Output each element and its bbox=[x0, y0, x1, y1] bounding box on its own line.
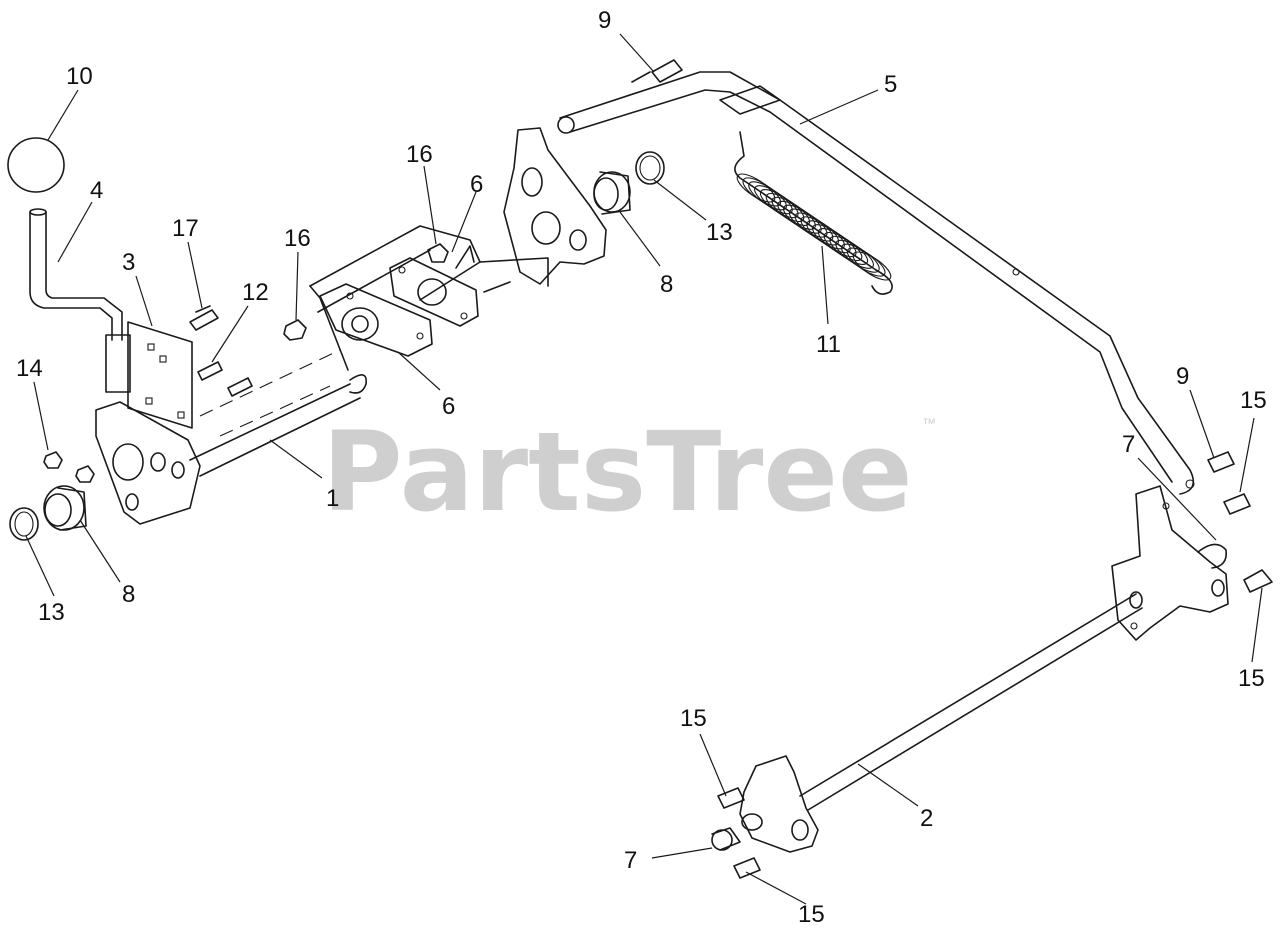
part-bracket-plate[interactable] bbox=[127, 321, 193, 429]
part-bolt-9-right[interactable] bbox=[1207, 451, 1235, 473]
callout-15a[interactable]: 15 bbox=[1240, 387, 1267, 414]
callout-10[interactable]: 10 bbox=[66, 63, 93, 90]
callout-9b[interactable]: 9 bbox=[1176, 363, 1189, 390]
callout-5[interactable]: 5 bbox=[884, 71, 897, 98]
part-clip-center[interactable] bbox=[635, 151, 665, 185]
part-bushing-left[interactable] bbox=[43, 485, 87, 531]
callout-16a[interactable]: 16 bbox=[284, 225, 311, 252]
trademark-symbol: ™ bbox=[922, 415, 936, 431]
callout-2[interactable]: 2 bbox=[920, 805, 933, 832]
part-nut-14[interactable] bbox=[43, 451, 95, 483]
callout-7a[interactable]: 7 bbox=[1122, 431, 1135, 458]
part-bushing-7-lower[interactable] bbox=[711, 827, 741, 851]
callout-13a[interactable]: 13 bbox=[38, 599, 65, 626]
part-lift-arm-center[interactable] bbox=[479, 127, 607, 293]
callout-11[interactable]: 11 bbox=[816, 331, 841, 358]
part-extension-spring[interactable] bbox=[733, 131, 894, 295]
part-flange-bearing-front[interactable] bbox=[319, 283, 433, 357]
part-clip-left[interactable] bbox=[9, 507, 39, 541]
callout-15b[interactable]: 15 bbox=[1238, 665, 1265, 692]
watermark: PartsTree bbox=[322, 408, 913, 536]
part-bolt-15-right-upper[interactable] bbox=[1223, 493, 1251, 515]
callout-14[interactable]: 14 bbox=[16, 355, 43, 382]
callout-6a[interactable]: 6 bbox=[470, 171, 483, 198]
spring-coil bbox=[852, 251, 892, 281]
part-bolt-17[interactable] bbox=[189, 305, 219, 331]
callout-15d[interactable]: 15 bbox=[798, 901, 825, 928]
part-bolt-9-top[interactable] bbox=[631, 59, 683, 83]
part-bolt-15-lower-b[interactable] bbox=[733, 857, 761, 879]
callout-9a[interactable]: 9 bbox=[598, 7, 611, 34]
part-bolt-12[interactable] bbox=[197, 361, 253, 397]
callout-12[interactable]: 12 bbox=[242, 279, 269, 306]
part-nut-16b[interactable] bbox=[427, 243, 449, 263]
callout-8b[interactable]: 8 bbox=[660, 271, 673, 298]
callout-1[interactable]: 1 bbox=[326, 485, 339, 512]
callout-17[interactable]: 17 bbox=[172, 215, 199, 242]
part-right-pivot-bracket[interactable] bbox=[1111, 485, 1229, 641]
part-bolt-15-right-lower[interactable] bbox=[1243, 569, 1273, 593]
part-flange-bearing-rear[interactable] bbox=[389, 245, 479, 327]
part-lift-shaft-assembly[interactable] bbox=[95, 225, 481, 525]
callout-15c[interactable]: 15 bbox=[680, 705, 707, 732]
leader-lines bbox=[25, 33, 1263, 905]
part-knob[interactable] bbox=[7, 137, 65, 193]
part-nut-16a[interactable] bbox=[283, 319, 307, 341]
callout-labels: 10 4 3 17 12 16 16 6 6 14 1 8 13 9 5 13 … bbox=[16, 7, 1267, 928]
part-bolt-15-lower-a[interactable] bbox=[717, 787, 745, 809]
callout-16b[interactable]: 16 bbox=[406, 141, 433, 168]
part-lift-link[interactable] bbox=[557, 71, 1195, 495]
part-bushing-center[interactable] bbox=[593, 171, 631, 215]
part-lift-handle[interactable] bbox=[29, 208, 131, 393]
callout-8a[interactable]: 8 bbox=[122, 581, 135, 608]
callout-13b[interactable]: 13 bbox=[706, 219, 733, 246]
callout-4[interactable]: 4 bbox=[90, 177, 103, 204]
callout-7b[interactable]: 7 bbox=[624, 847, 637, 874]
callout-3[interactable]: 3 bbox=[122, 249, 135, 276]
callout-6b[interactable]: 6 bbox=[442, 393, 455, 420]
part-rear-bracket[interactable] bbox=[739, 755, 819, 853]
part-rear-shaft[interactable] bbox=[799, 591, 1143, 811]
